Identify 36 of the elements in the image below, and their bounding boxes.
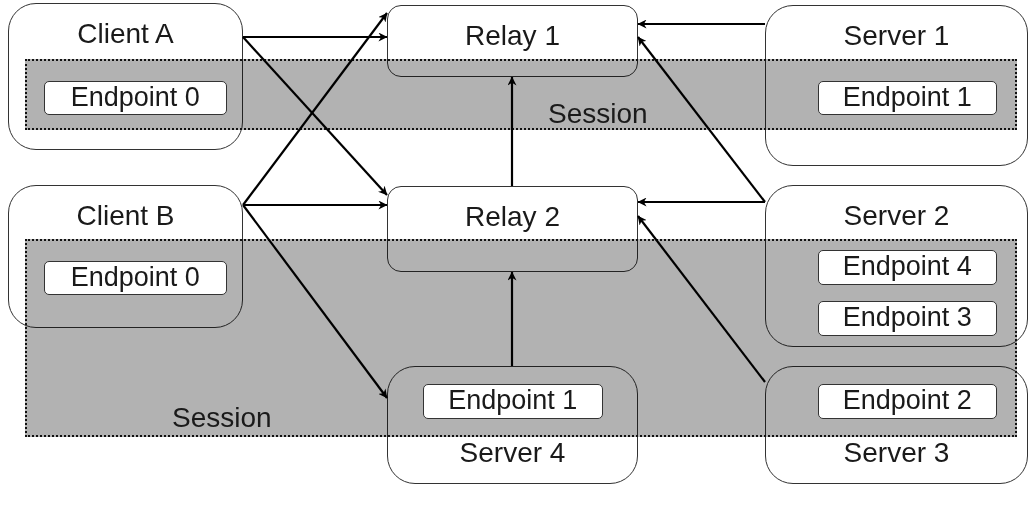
arrow <box>242 36 388 196</box>
box-title: Server 1 <box>843 20 950 52</box>
arrow <box>243 32 388 42</box>
arrow <box>637 197 765 207</box>
endpoint-tag: Endpoint 1 <box>422 383 603 419</box>
box-title: Relay 2 <box>465 201 560 233</box>
endpoint-tag: Endpoint 3 <box>817 300 997 336</box>
arrow <box>242 204 388 399</box>
rounded-box <box>387 366 638 484</box>
box-title: Server 4 <box>459 437 566 469</box>
arrow <box>243 200 388 210</box>
endpoint-tag: Endpoint 4 <box>817 249 997 285</box>
arrow <box>507 76 517 186</box>
box-title: Client B <box>76 200 175 232</box>
endpoint-tag: Endpoint 2 <box>817 383 997 419</box>
endpoint-tag: Endpoint 1 <box>817 80 997 115</box>
box-title: Relay 1 <box>465 20 560 52</box>
arrow <box>637 36 766 203</box>
arrow <box>637 19 765 29</box>
arrow <box>637 215 766 383</box>
band-label: Session <box>548 98 648 130</box>
rounded-box <box>387 5 638 77</box>
rounded-box <box>765 366 1028 484</box>
box-title: Client A <box>77 18 174 50</box>
endpoint-tag: Endpoint 0 <box>43 80 227 115</box>
box-title: Server 2 <box>843 200 950 232</box>
rounded-box <box>765 5 1028 166</box>
arrow <box>507 271 517 366</box>
rounded-box <box>765 185 1028 347</box>
rounded-box <box>8 185 243 328</box>
box-title: Server 3 <box>843 437 950 469</box>
rounded-box <box>8 3 243 150</box>
band-label: Session <box>172 402 272 434</box>
endpoint-tag: Endpoint 0 <box>43 260 227 295</box>
rounded-box <box>387 186 638 272</box>
arrow <box>242 12 388 206</box>
